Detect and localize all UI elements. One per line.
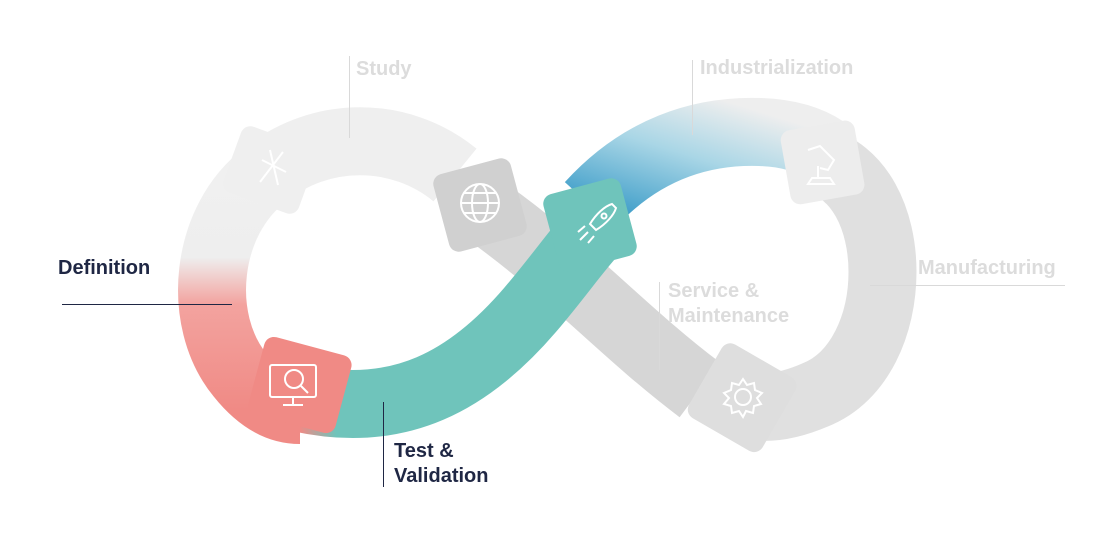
study-leader-line bbox=[349, 56, 350, 138]
rocket-icon bbox=[577, 202, 618, 244]
industrialization-leader-line bbox=[692, 60, 693, 135]
industrialization-tile bbox=[780, 120, 865, 205]
manufacturing-tile bbox=[687, 343, 797, 453]
test-leader-line bbox=[383, 402, 384, 487]
globe-icon bbox=[460, 183, 500, 223]
stage-label-definition: Definition bbox=[58, 257, 151, 279]
stage-label-study: Study bbox=[356, 58, 412, 80]
service-tile bbox=[433, 158, 527, 252]
pen-ruler-icon bbox=[259, 149, 287, 186]
stage-label-manufacturing: Manufacturing bbox=[918, 257, 1056, 279]
stage-label-test-validation: Test & Validation bbox=[394, 440, 489, 487]
robot-arm-icon bbox=[806, 144, 836, 185]
monitor-search-icon bbox=[269, 364, 317, 406]
manufacturing-leader-line bbox=[870, 285, 1065, 286]
stage-label-service-maintenance: Service & Maintenance bbox=[668, 280, 790, 327]
stage-label-industrialization: Industrialization bbox=[700, 57, 854, 79]
gear-icon bbox=[722, 377, 764, 419]
service-leader-line bbox=[659, 282, 660, 370]
definition-leader-line bbox=[62, 304, 232, 305]
